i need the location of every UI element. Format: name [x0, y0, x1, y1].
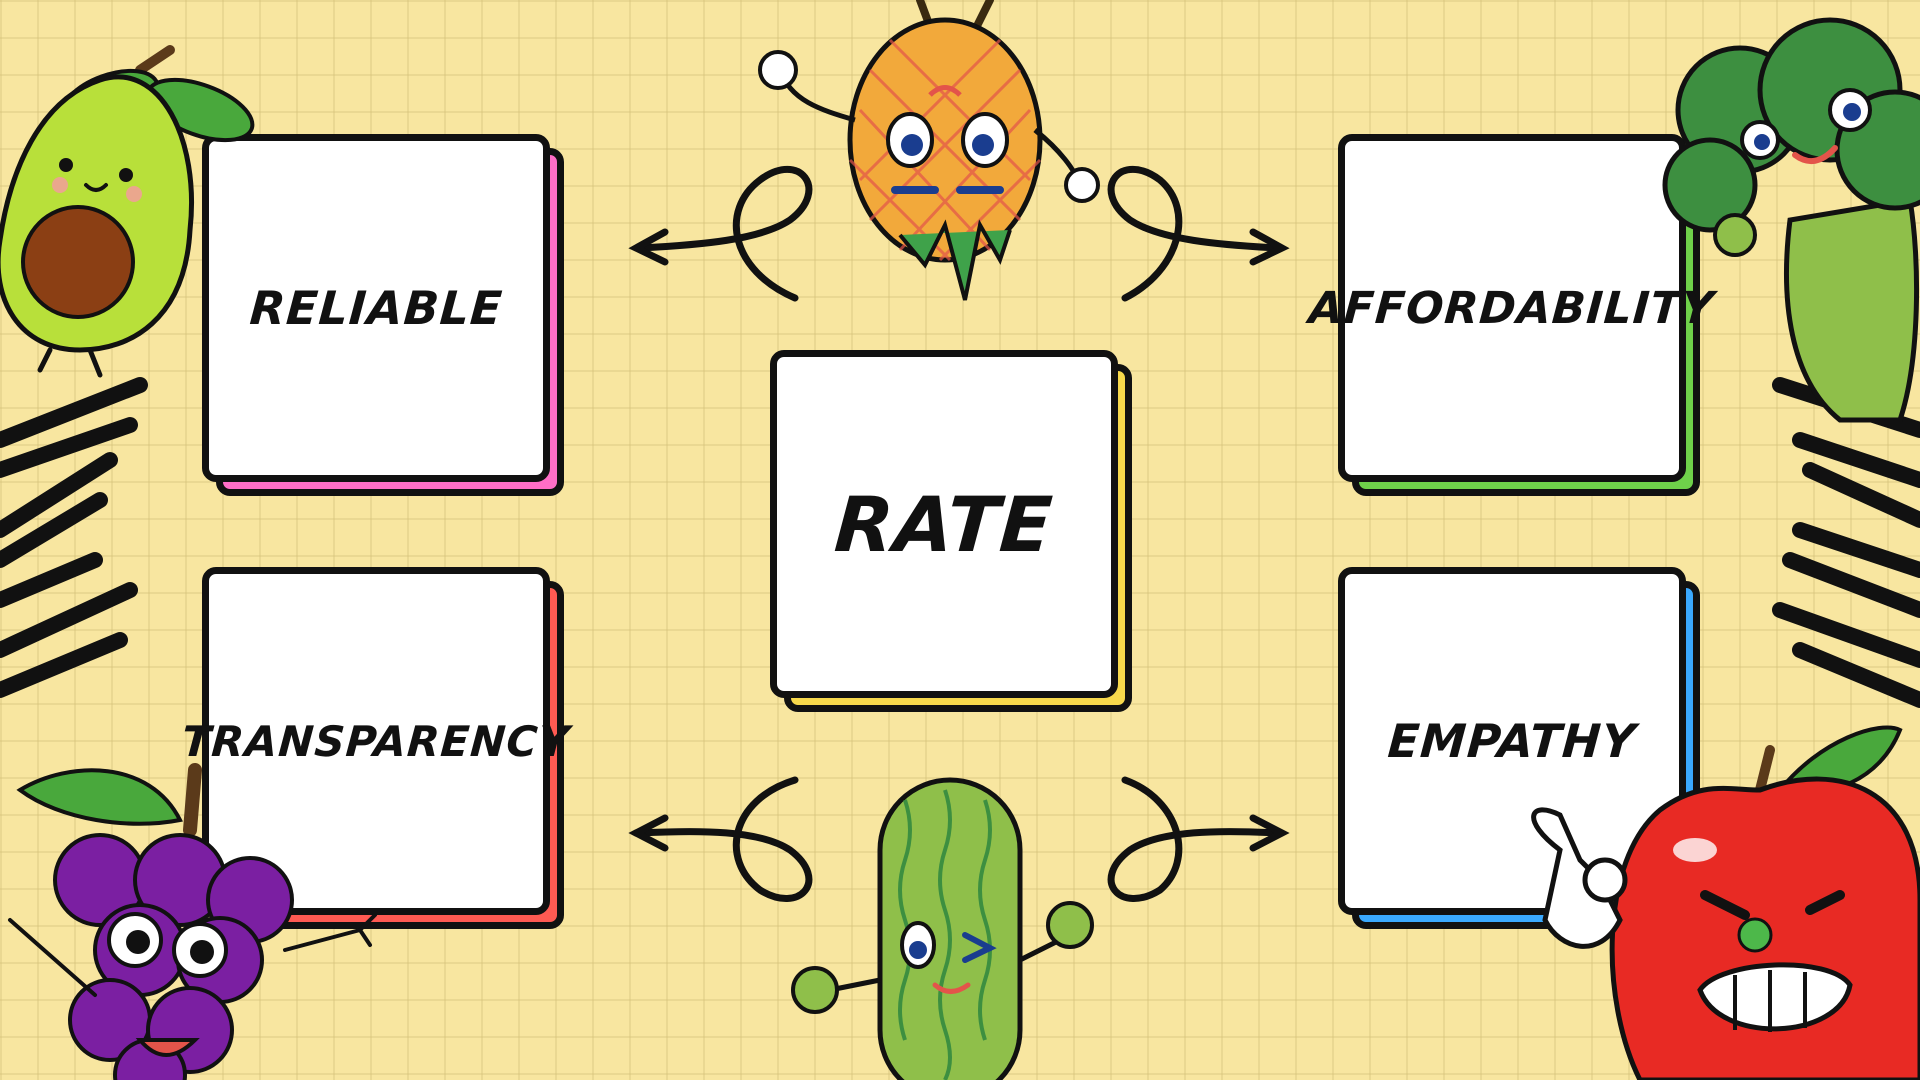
- center-node-rate: RATE: [770, 350, 1132, 712]
- left-scribble: [0, 377, 148, 698]
- node-transparency: TRANSPARENCY: [180, 567, 572, 929]
- arrowhead-top-left: [628, 228, 669, 266]
- connector-top-left: [636, 165, 813, 302]
- arrowhead-bottom-left: [628, 814, 669, 852]
- center-node-face: RATE: [770, 350, 1118, 698]
- node-reliable-face: RELIABLE: [202, 134, 550, 482]
- arrowhead-top-right: [1249, 228, 1290, 266]
- connector-bottom-left: [636, 776, 813, 903]
- arrowhead-bottom-right: [1249, 814, 1290, 852]
- connector-bottom-right: [1107, 776, 1282, 903]
- node-affordability: AFFORDABILITY: [1308, 134, 1716, 496]
- node-affordability-face: AFFORDABILITY: [1308, 134, 1716, 482]
- node-transparency-face: TRANSPARENCY: [180, 567, 572, 915]
- connector-top-right: [1107, 165, 1282, 302]
- node-reliable: RELIABLE: [202, 134, 564, 496]
